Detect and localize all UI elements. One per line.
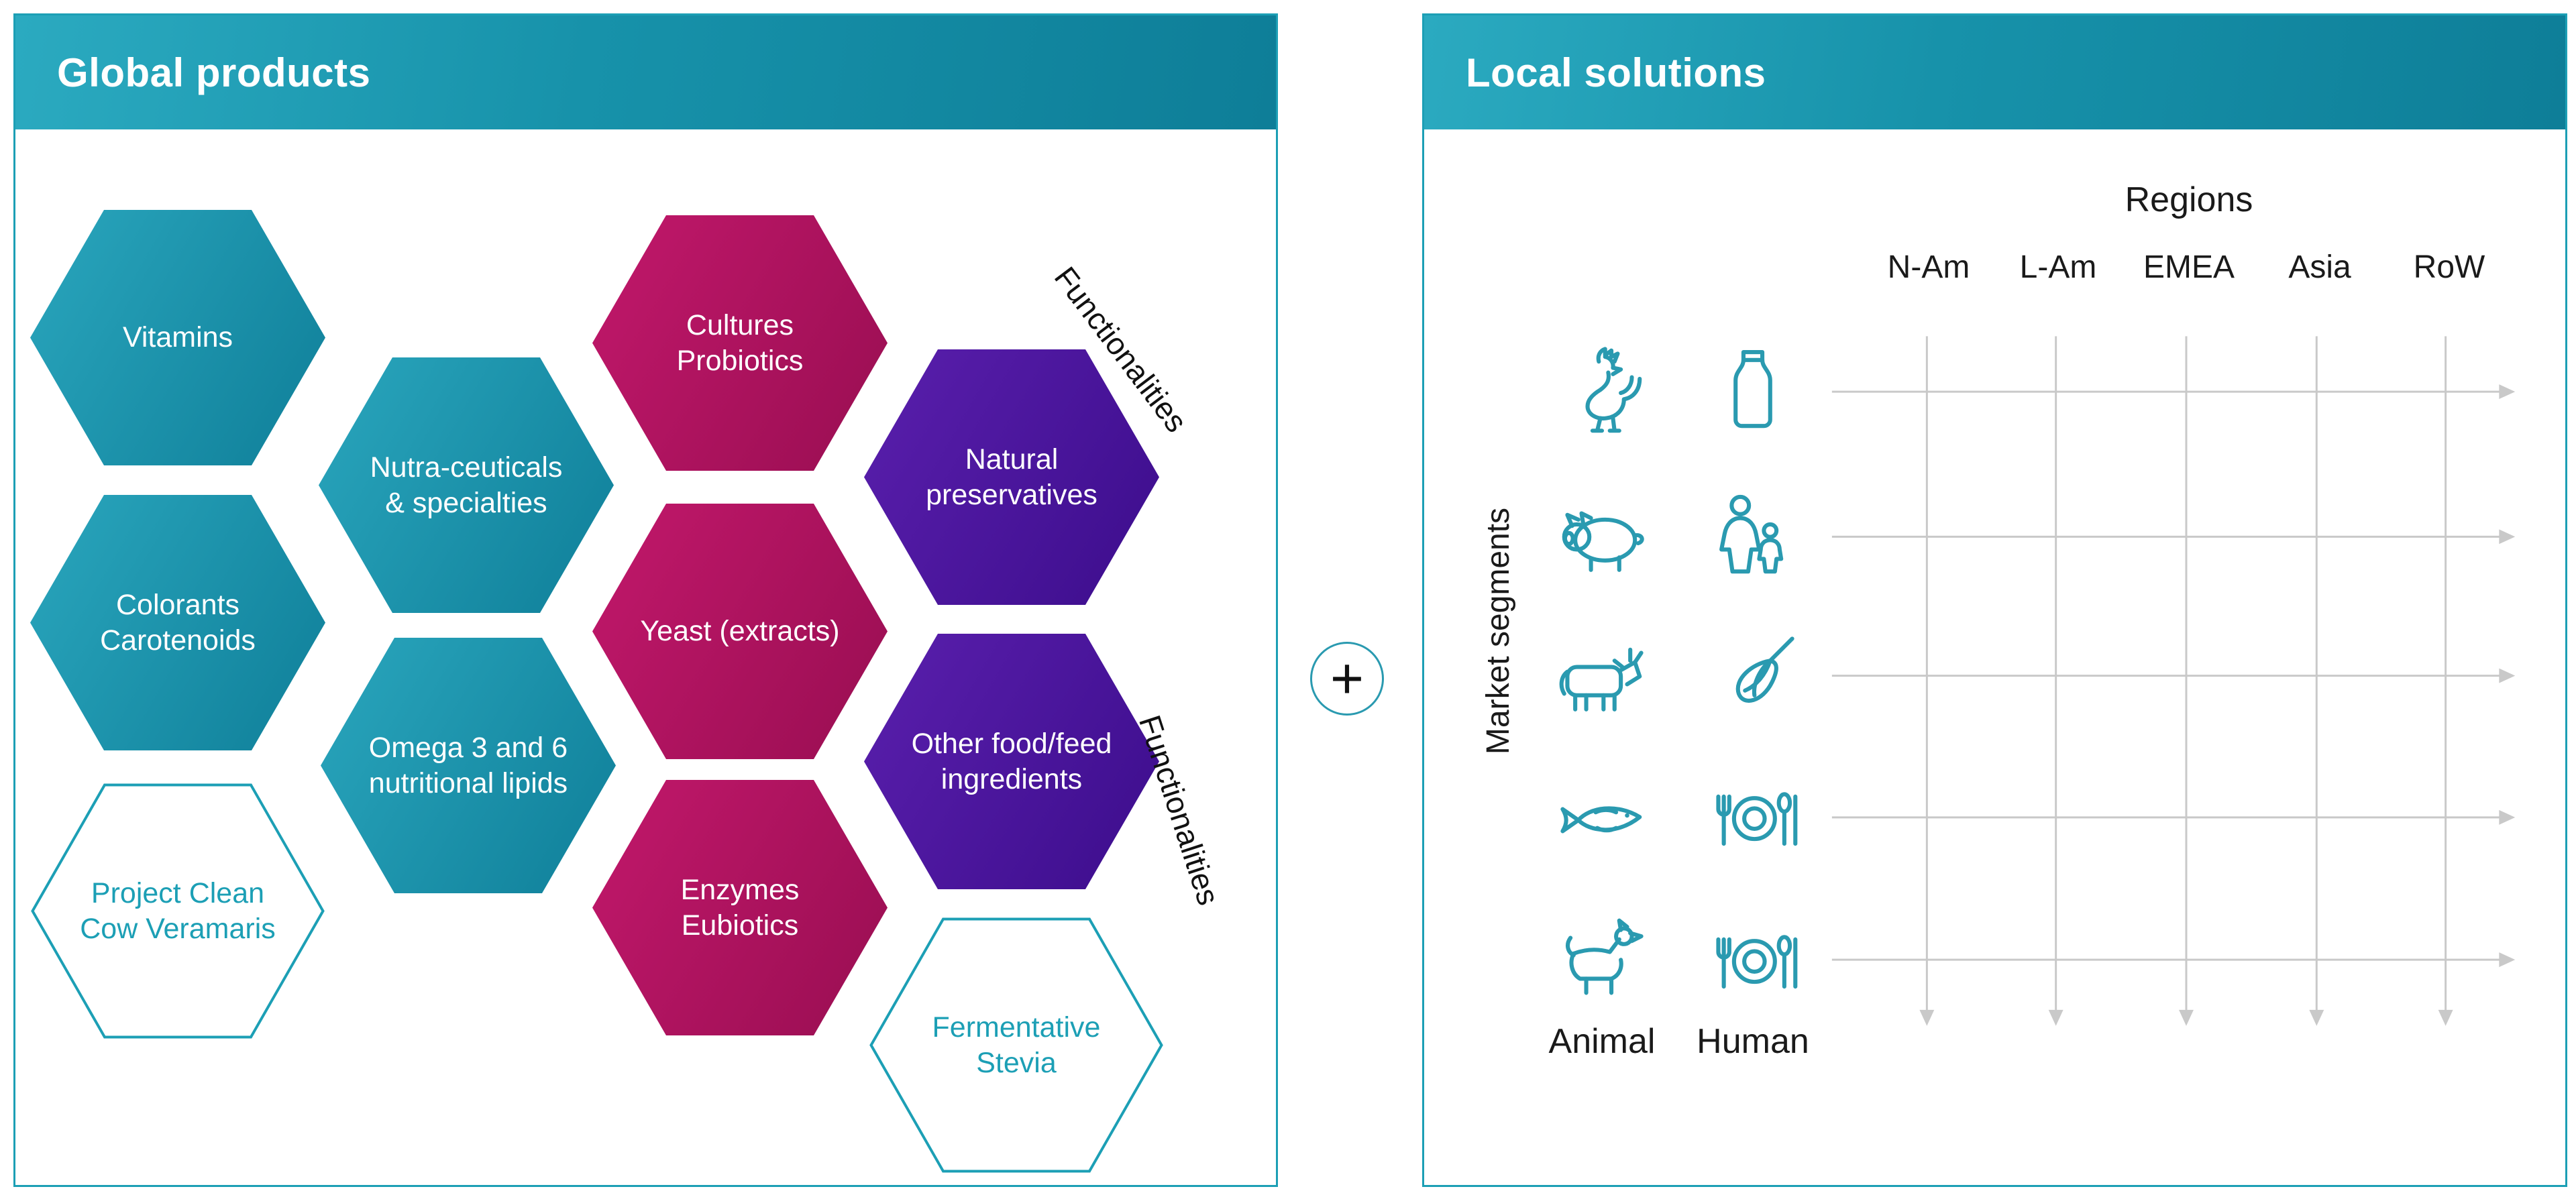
rooster-icon (1552, 343, 1652, 443)
hexagon-other-food-feed: Other food/feed ingredients (864, 634, 1159, 889)
hexagon-label: Enzymes Eubiotics (680, 874, 800, 942)
pig-icon (1552, 488, 1652, 589)
hexagon-natural-preservatives: Natural preservatives (864, 349, 1159, 605)
global-products-title: Global products (57, 50, 371, 95)
functionalities-label-bottom: Functionalities (1132, 711, 1227, 909)
hexagon-outline (869, 917, 1163, 1173)
plate-cutlery-icon (1703, 913, 1803, 1013)
mother-child-icon (1703, 488, 1803, 589)
region-column-nam: N-Am (1887, 249, 1970, 285)
market-segments-axis-title: Market segments (1480, 507, 1516, 755)
animal-column-label: Animal (1548, 1022, 1656, 1061)
fish-icon (1552, 770, 1652, 870)
plus-connector: + (1310, 642, 1384, 716)
global-products-panel: Global products Vitamins Nutra-ceuticals… (13, 13, 1278, 1187)
hexagon-enzymes: Enzymes Eubiotics (592, 780, 888, 1035)
hexagon-colorants: Colorants Carotenoids (30, 495, 325, 750)
region-column-row: RoW (2413, 249, 2485, 285)
hexagon-label: Natural preservatives (926, 443, 1097, 511)
hexagon-fermentative-stevia: Fermentative Stevia (869, 917, 1164, 1173)
local-solutions-header: Local solutions (1424, 15, 2565, 129)
dog-icon (1552, 913, 1652, 1013)
human-column-label: Human (1697, 1022, 1809, 1061)
region-column-asia: Asia (2288, 249, 2351, 285)
hexagon-label: Colorants Carotenoids (100, 589, 256, 657)
local-solutions-panel: Local solutions Regions N-Am L-Am EMEA A… (1422, 13, 2567, 1187)
whisk-icon (1703, 628, 1803, 728)
milk-bottle-icon (1703, 343, 1803, 443)
cow-icon (1552, 628, 1652, 728)
hexagon-nutraceuticals: Nutra-ceuticals & specialties (319, 357, 614, 613)
hexagon-label: Other food/feed ingredients (911, 728, 1112, 795)
region-column-lam: L-Am (2019, 249, 2097, 285)
hexagon-omega: Omega 3 and 6 nutritional lipids (321, 638, 616, 893)
hexagon-label: Yeast (extracts) (640, 615, 840, 648)
hexagon-label: Fermentative Stevia (932, 1011, 1101, 1079)
hexagon-outline (31, 783, 325, 1039)
global-products-header: Global products (15, 15, 1276, 129)
regions-axis-title: Regions (2125, 180, 2253, 219)
hexagon-label: Omega 3 and 6 nutritional lipids (368, 732, 568, 799)
hexagon-cultures: Cultures Probiotics (592, 215, 888, 471)
hexagon-label: Project Clean Cow Veramaris (80, 877, 276, 945)
hexagon-label: Cultures Probiotics (676, 309, 804, 377)
local-solutions-title: Local solutions (1466, 50, 1766, 95)
hexagon-project-clean-cow: Project Clean Cow Veramaris (30, 783, 325, 1039)
region-column-emea: EMEA (2143, 249, 2235, 285)
hexagon-label: Nutra-ceuticals & specialties (370, 451, 563, 519)
plate-cutlery-icon (1703, 770, 1803, 870)
hexagon-label: Vitamins (122, 321, 233, 354)
hexagon-yeast: Yeast (extracts) (592, 504, 888, 759)
hexagon-vitamins: Vitamins (30, 210, 325, 465)
